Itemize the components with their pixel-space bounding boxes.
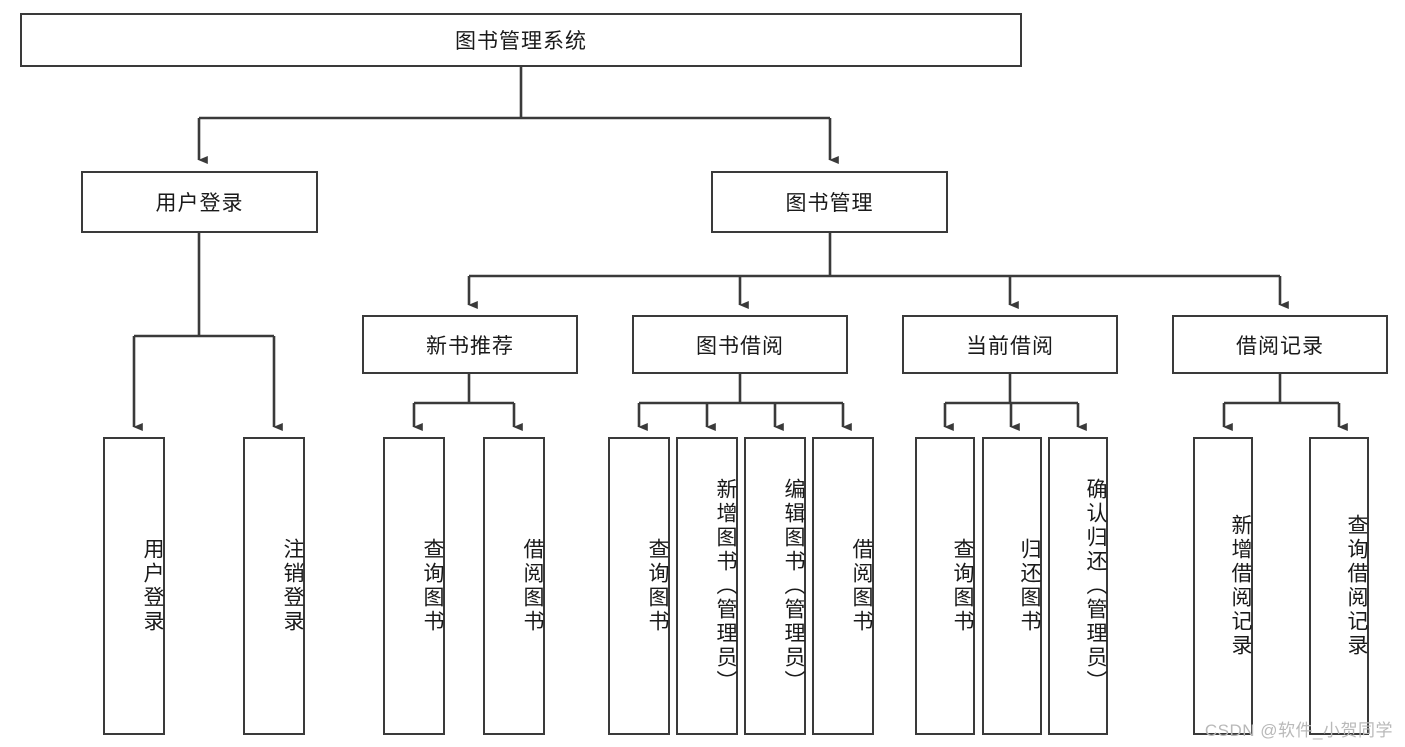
leaf-label: 注销登录 — [281, 538, 304, 634]
leaf-book-borrow-edit[interactable]: 编辑图书（管理员） — [744, 437, 806, 735]
leaf-label: 用户登录 — [141, 538, 164, 634]
leaf-current-borrow-confirm[interactable]: 确认归还（管理员） — [1048, 437, 1108, 735]
node-current-borrow[interactable]: 当前借阅 — [902, 315, 1118, 374]
leaf-label: 借阅图书 — [521, 538, 544, 634]
leaf-user-login-logout[interactable]: 注销登录 — [243, 437, 305, 735]
leaf-current-borrow-return[interactable]: 归还图书 — [982, 437, 1042, 735]
node-book-management-label: 图书管理 — [785, 192, 874, 215]
leaf-label: 查询图书 — [951, 538, 974, 634]
leaf-new-book-query[interactable]: 查询图书 — [383, 437, 445, 735]
node-book-borrow-label: 图书借阅 — [696, 334, 784, 358]
node-book-management[interactable]: 图书管理 — [711, 171, 948, 233]
node-root[interactable]: 图书管理系统 — [20, 13, 1022, 67]
node-borrow-record[interactable]: 借阅记录 — [1172, 315, 1388, 374]
csdn-watermark: CSDN @软件_小贺同学 — [1204, 721, 1393, 740]
leaf-book-borrow-query[interactable]: 查询图书 — [608, 437, 670, 735]
leaf-label: 确认归还（管理员） — [1084, 478, 1107, 694]
leaf-label: 新增借阅记录 — [1229, 514, 1252, 658]
node-new-book-recommend[interactable]: 新书推荐 — [362, 315, 578, 374]
leaf-label: 借阅图书 — [850, 538, 873, 634]
leaf-label: 归还图书 — [1018, 538, 1041, 634]
leaf-book-borrow-borrow[interactable]: 借阅图书 — [812, 437, 874, 735]
leaf-label: 查询借阅记录 — [1345, 514, 1368, 658]
leaf-label: 查询图书 — [421, 538, 444, 634]
leaf-label: 查询图书 — [646, 538, 669, 634]
leaf-user-login-login[interactable]: 用户登录 — [103, 437, 165, 735]
node-new-book-recommend-label: 新书推荐 — [426, 334, 514, 358]
node-user-login-label: 用户登录 — [155, 192, 244, 215]
leaf-new-book-borrow[interactable]: 借阅图书 — [483, 437, 545, 735]
leaf-borrow-record-query[interactable]: 查询借阅记录 — [1309, 437, 1369, 735]
leaf-label: 新增图书（管理员） — [714, 478, 737, 694]
leaf-borrow-record-add[interactable]: 新增借阅记录 — [1193, 437, 1253, 735]
leaf-label: 编辑图书（管理员） — [782, 478, 805, 694]
node-borrow-record-label: 借阅记录 — [1236, 334, 1324, 358]
leaf-current-borrow-query[interactable]: 查询图书 — [915, 437, 975, 735]
leaf-book-borrow-add[interactable]: 新增图书（管理员） — [676, 437, 738, 735]
node-user-login[interactable]: 用户登录 — [81, 171, 318, 233]
node-root-label: 图书管理系统 — [455, 30, 587, 53]
node-current-borrow-label: 当前借阅 — [966, 334, 1054, 358]
node-book-borrow[interactable]: 图书借阅 — [632, 315, 848, 374]
